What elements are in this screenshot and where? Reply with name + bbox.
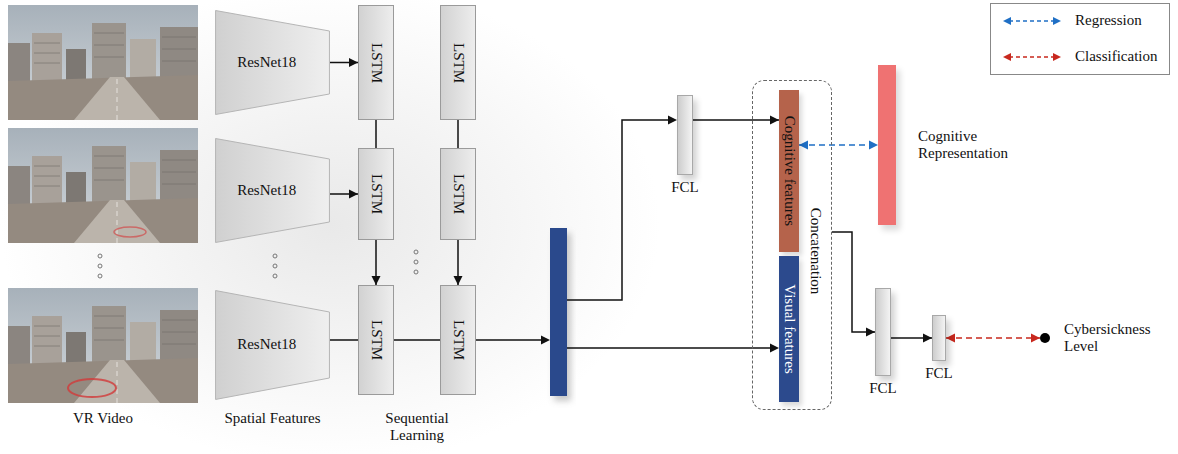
lstm-cell: LSTM bbox=[358, 285, 394, 395]
connector bbox=[454, 240, 463, 285]
arrow-head bbox=[923, 334, 932, 343]
concat-group: Concatenation Cognitive featuresVisual fe… bbox=[752, 80, 832, 410]
dashed-connector bbox=[946, 334, 1040, 343]
arrow-head bbox=[869, 141, 878, 150]
rotated-label: LSTM bbox=[449, 320, 466, 360]
connector bbox=[372, 240, 381, 285]
connector-line bbox=[946, 337, 1040, 339]
caption-label: VR Video bbox=[8, 410, 198, 427]
connector-line bbox=[457, 120, 459, 148]
fc-layer: FCL bbox=[677, 95, 693, 175]
rotated-label: LSTM bbox=[449, 174, 466, 214]
node-label: FCL bbox=[925, 365, 953, 382]
feature-bar: Cognitive features bbox=[779, 90, 799, 252]
connector-line bbox=[330, 339, 358, 341]
arrow-head bbox=[1031, 334, 1040, 343]
fc-layer: FCL bbox=[932, 315, 946, 361]
feature-bar: Visual features bbox=[779, 256, 799, 402]
connector bbox=[376, 120, 377, 148]
connector bbox=[330, 190, 358, 199]
node-label: FCL bbox=[671, 179, 699, 196]
arrow-head bbox=[770, 116, 779, 125]
node-label: Cybersickness Level bbox=[1064, 321, 1164, 356]
node-label: ResNet18 bbox=[237, 336, 296, 353]
node-label: ResNet18 bbox=[237, 182, 296, 199]
node-label: Cognitive Representation bbox=[918, 128, 1038, 163]
fc-layer: FCL bbox=[875, 288, 891, 376]
legend-row: Regression bbox=[991, 9, 1169, 33]
target-bar: Cognitive Representation bbox=[878, 65, 896, 225]
rotated-label: Visual features bbox=[780, 284, 797, 373]
connector bbox=[832, 232, 875, 337]
cnn-block: ResNet18 bbox=[215, 290, 330, 400]
node-label: FCL bbox=[869, 380, 897, 397]
output-dot: Cybersickness Level bbox=[1040, 333, 1050, 343]
connector-line bbox=[375, 120, 377, 148]
arrow-head bbox=[799, 141, 808, 150]
caption-label: Spatial Features bbox=[205, 410, 340, 427]
arrow-head bbox=[349, 58, 358, 67]
connector-line bbox=[693, 119, 779, 121]
connector-line bbox=[394, 339, 440, 341]
arrow-head bbox=[866, 328, 875, 337]
connector bbox=[330, 58, 358, 67]
rotated-label: LSTM bbox=[367, 42, 384, 82]
caption-label: Sequential Learning bbox=[358, 410, 476, 445]
rotated-label: Concatenation bbox=[806, 208, 823, 295]
node-label: ResNet18 bbox=[237, 54, 296, 71]
lstm-cell: LSTM bbox=[358, 148, 394, 240]
arrow-head bbox=[946, 334, 955, 343]
connector-line bbox=[799, 144, 878, 146]
arrow-head bbox=[372, 276, 381, 285]
legend-sample bbox=[1003, 15, 1061, 27]
rotated-label: LSTM bbox=[367, 174, 384, 214]
dashed-connector bbox=[799, 141, 878, 150]
connector bbox=[693, 116, 779, 125]
connector-line bbox=[832, 232, 875, 332]
lstm-cell: LSTM bbox=[440, 285, 476, 395]
legend-box: RegressionClassification bbox=[990, 3, 1170, 75]
cnn-block: ResNet18 bbox=[215, 10, 330, 115]
lstm-cell: LSTM bbox=[440, 148, 476, 240]
legend-sample bbox=[1003, 51, 1061, 63]
rotated-label: LSTM bbox=[367, 320, 384, 360]
legend-text: Regression bbox=[1075, 12, 1142, 29]
arrow-head bbox=[349, 190, 358, 199]
lstm-cell: LSTM bbox=[440, 5, 476, 120]
rotated-label: LSTM bbox=[449, 42, 466, 82]
cnn-block: ResNet18 bbox=[215, 138, 330, 243]
connector bbox=[458, 120, 459, 148]
legend-text: Classification bbox=[1075, 48, 1158, 65]
connector bbox=[330, 340, 358, 341]
rotated-label: Cognitive features bbox=[780, 116, 797, 226]
legend-row: Classification bbox=[991, 45, 1169, 69]
connector bbox=[394, 340, 440, 341]
arrow-head bbox=[454, 276, 463, 285]
lstm-cell: LSTM bbox=[358, 5, 394, 120]
connector bbox=[891, 334, 932, 343]
